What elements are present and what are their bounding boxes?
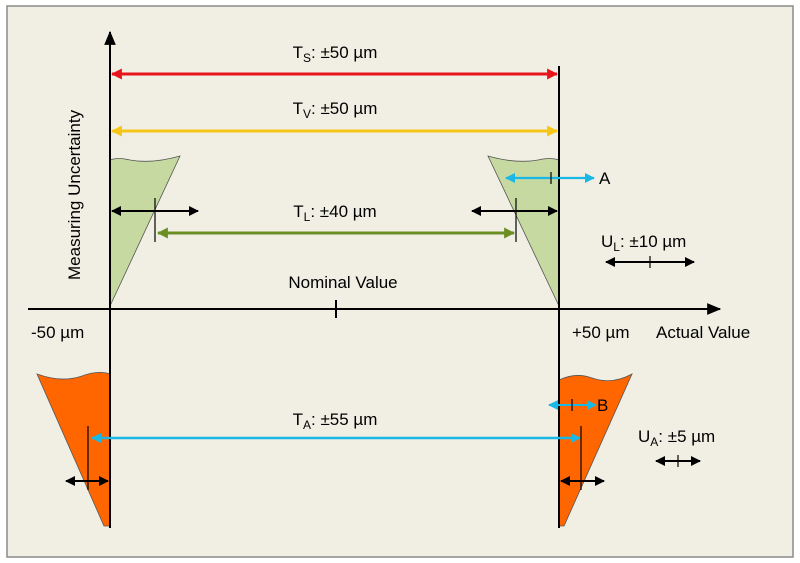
ua-label: UA: ±5 µm — [638, 427, 715, 449]
ta-label: TA: ±55 µm — [293, 410, 378, 432]
tl-label-sub: L — [304, 210, 311, 224]
marker-b-label: B — [597, 396, 608, 415]
tv-label: TV: ±50 µm — [293, 99, 378, 121]
orange-wedge-right — [558, 373, 633, 527]
nominal-value-label: Nominal Value — [288, 273, 397, 292]
ul-label-main: U — [601, 232, 613, 251]
ul-label: UL: ±10 µm — [601, 232, 686, 254]
ua-label-value: : ±5 µm — [658, 427, 715, 446]
tl-label-main: T — [293, 202, 303, 221]
ul-label-sub: L — [613, 240, 620, 254]
tl-label-value: : ±40 µm — [310, 202, 376, 221]
ts-label: TS: ±50 µm — [293, 43, 378, 65]
left-limit-label: -50 µm — [31, 323, 84, 342]
y-axis-label: Measuring Uncertainty — [65, 109, 84, 280]
green-wedge-right — [487, 155, 560, 307]
tl-label: TL: ±40 µm — [293, 202, 376, 224]
ul-label-value: : ±10 µm — [620, 232, 686, 251]
green-wedge-left — [109, 155, 181, 307]
right-limit-label: +50 µm — [572, 323, 630, 342]
tv-label-main: T — [293, 99, 303, 118]
tv-label-sub: V — [303, 107, 311, 121]
ta-label-sub: A — [303, 418, 311, 432]
ts-label-sub: S — [303, 51, 311, 65]
ua-label-sub: A — [650, 435, 658, 449]
tv-label-value: : ±50 µm — [311, 99, 377, 118]
ts-label-main: T — [293, 43, 303, 62]
ua-label-main: U — [638, 427, 650, 446]
x-axis-label: Actual Value — [656, 323, 750, 342]
ta-label-main: T — [293, 410, 303, 429]
ta-label-value: : ±55 µm — [311, 410, 377, 429]
marker-a-label: A — [599, 169, 611, 188]
background-panel — [6, 5, 794, 558]
ts-label-value: : ±50 µm — [311, 43, 377, 62]
